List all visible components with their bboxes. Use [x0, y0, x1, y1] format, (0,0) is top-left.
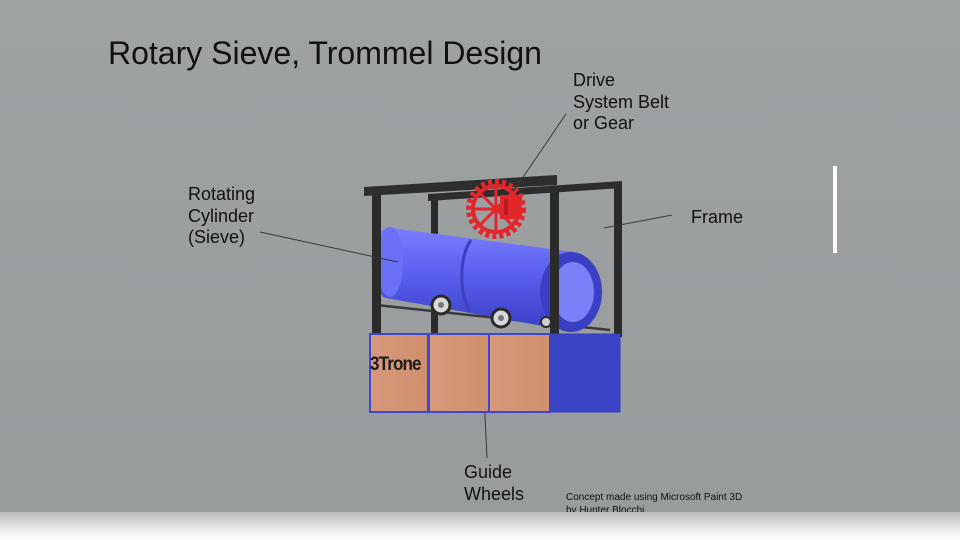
cylinder-seam	[460, 239, 473, 313]
guide-wheel-2	[490, 307, 512, 329]
drive-gear	[466, 179, 526, 239]
leader-cylinder	[259, 231, 399, 263]
cylinder-open-end-inner	[552, 262, 594, 322]
label-rotating-cylinder: Rotating Cylinder (Sieve)	[188, 184, 256, 248]
frame-top-beam-front	[364, 175, 557, 196]
label-frame: Frame	[691, 207, 744, 227]
base-box-blue	[549, 333, 621, 413]
slide-title: Rotary Sieve, Trommel Design	[108, 35, 542, 71]
base-box-3	[488, 333, 551, 413]
frame-post-front-right	[550, 186, 559, 336]
frame-post-back-right	[614, 185, 622, 337]
guide-wheel-3	[540, 316, 552, 328]
leader-frame	[603, 214, 673, 229]
leader-drive	[512, 113, 567, 193]
stamp-logo: 3Trone	[370, 354, 422, 375]
rotating-cylinder	[371, 227, 598, 331]
base-box-2	[428, 333, 490, 413]
frame-post-front-left	[372, 195, 381, 341]
bottom-strip	[0, 512, 960, 540]
label-drive-system: Drive System Belt or Gear	[573, 70, 670, 134]
cylinder-back-cap	[377, 227, 403, 297]
slide-decor-bar	[833, 166, 837, 253]
credit-note: Concept made using Microsoft Paint 3D by…	[566, 492, 743, 516]
label-guide-wheels: Guide Wheels	[464, 462, 525, 504]
guide-wheel-1	[430, 294, 452, 316]
